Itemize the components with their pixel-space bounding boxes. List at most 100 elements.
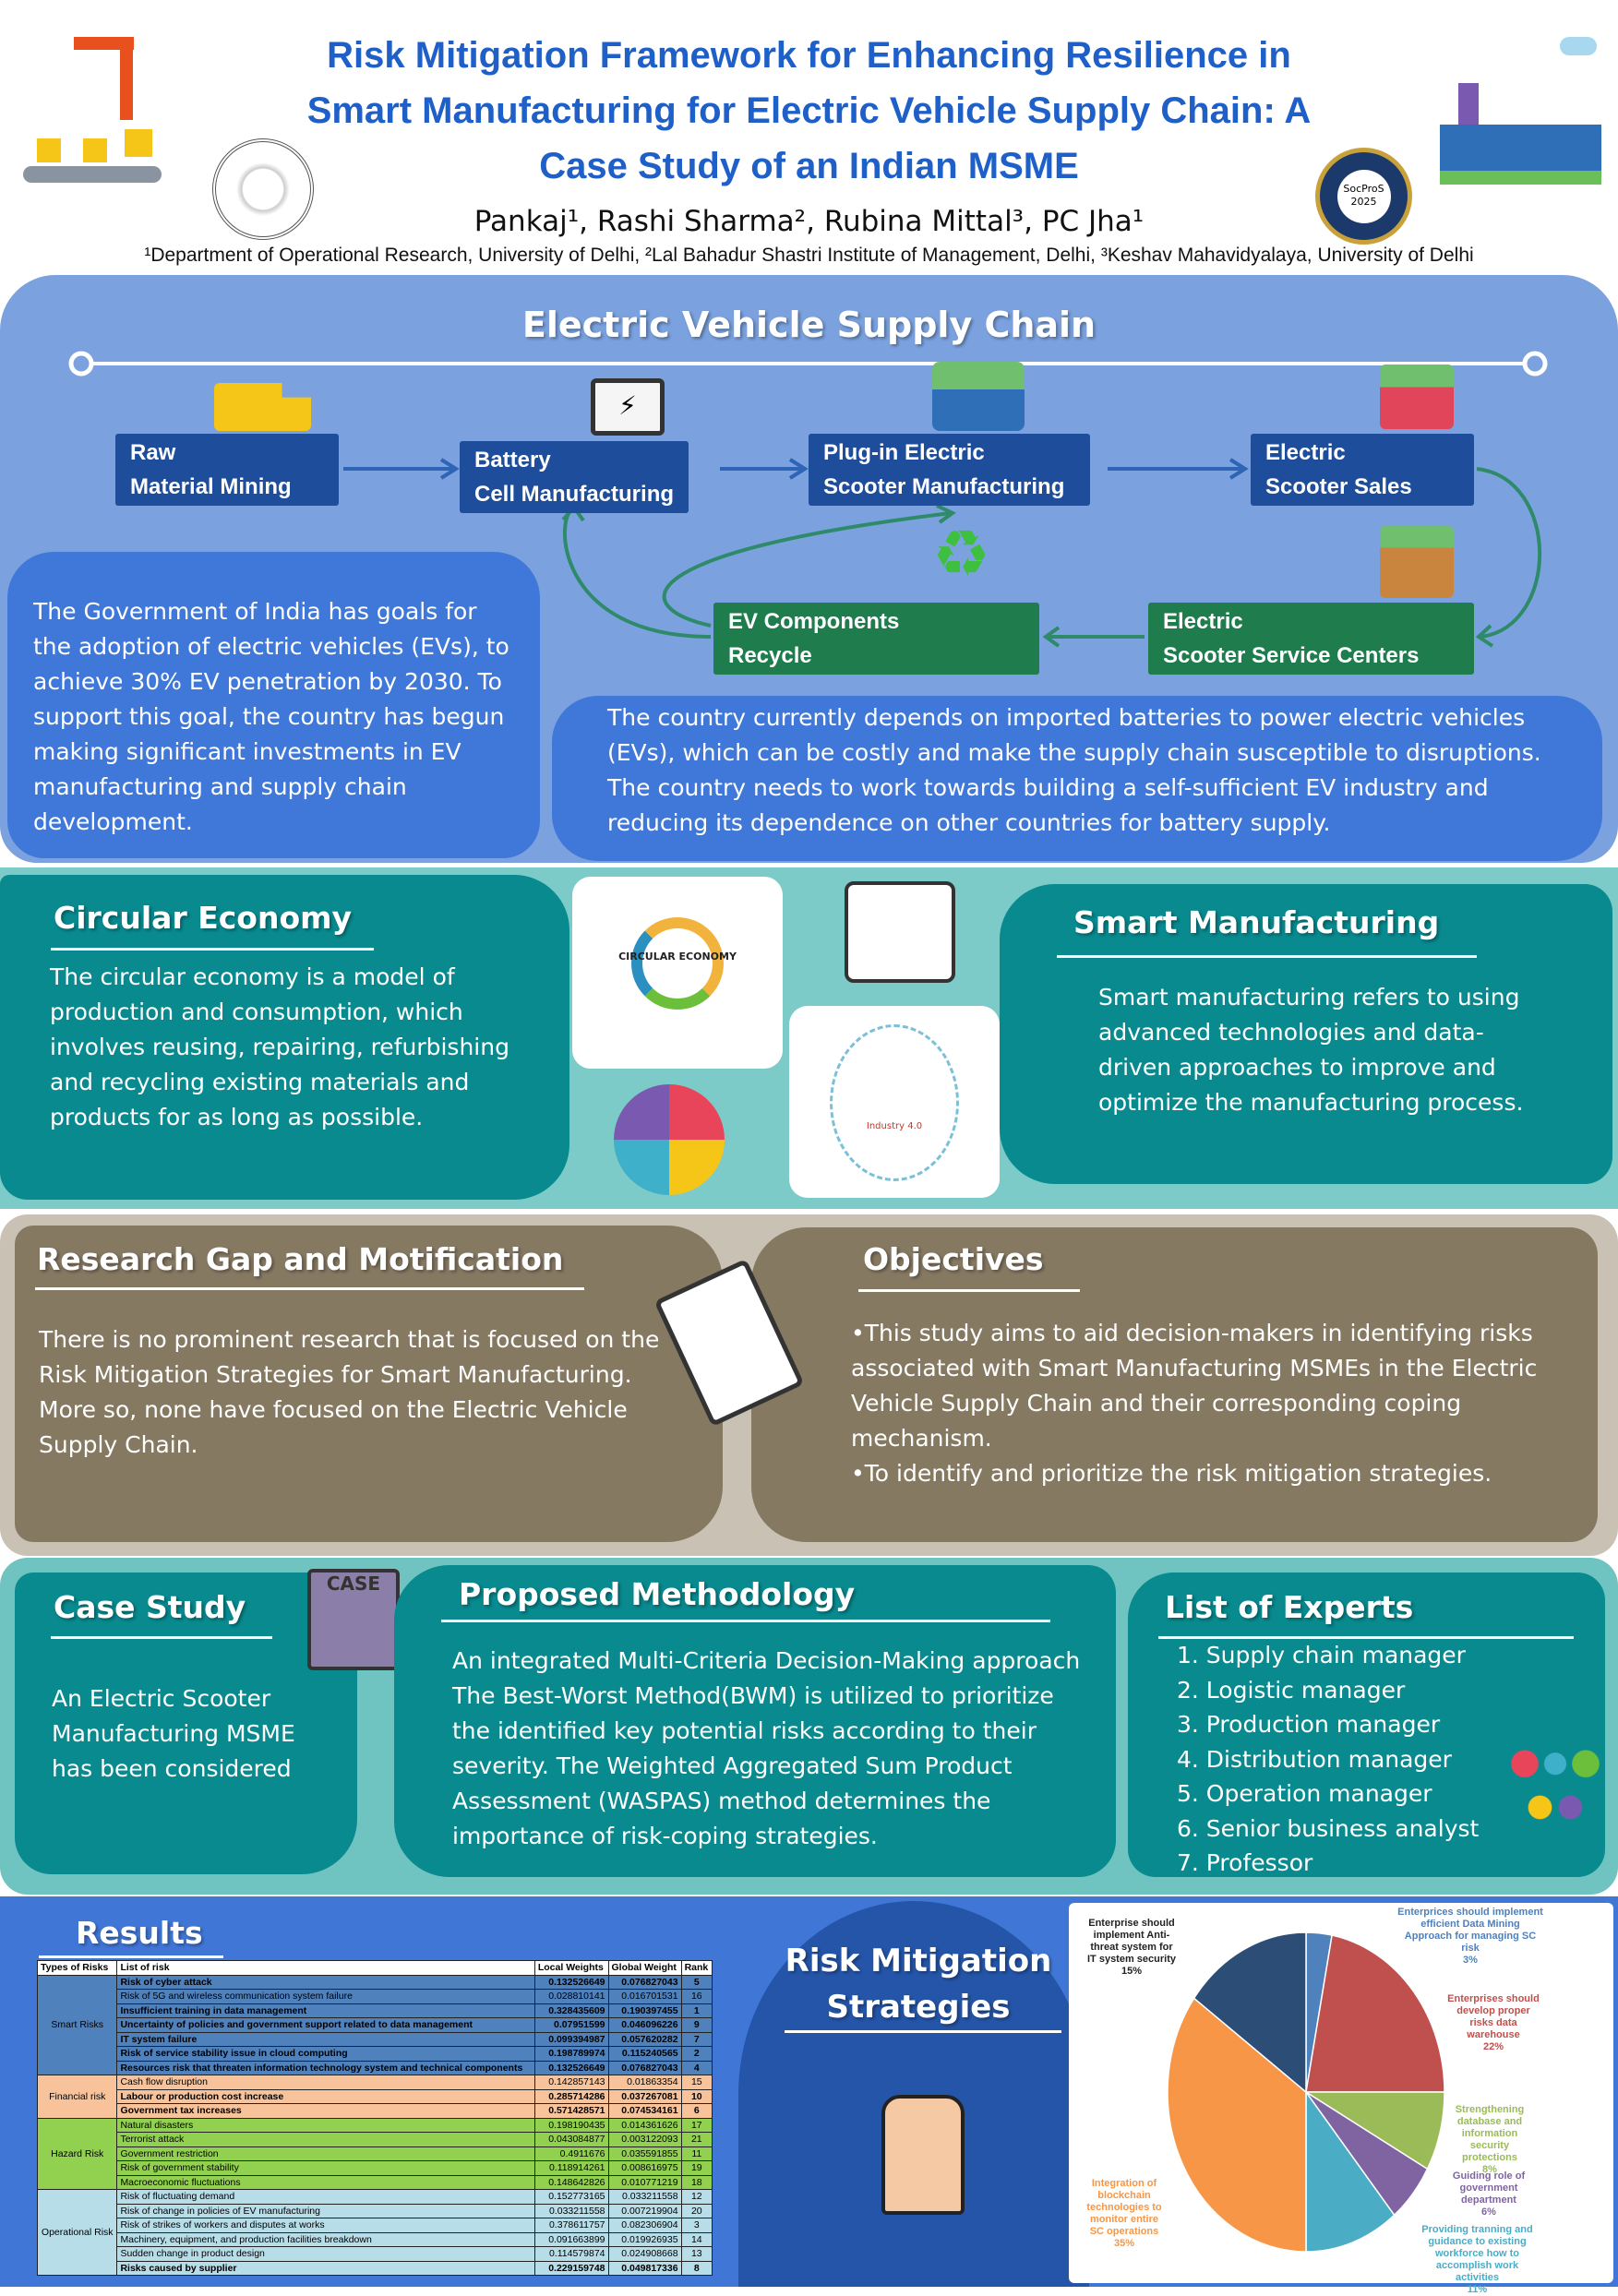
step-label: Plug-in Electric (823, 440, 985, 465)
strategies-heading: Risk Mitigation (785, 1943, 1052, 1979)
title-line: Smart Manufacturing for Electric Vehicle… (306, 90, 1312, 131)
column-header: Global Weight (607, 1960, 682, 1976)
rank-cell: 10 (680, 2088, 713, 2104)
step-label: Scooter Manufacturing (823, 474, 1065, 499)
conference-logo: SocProS 2025 (1315, 148, 1412, 245)
step-label: Electric (1163, 609, 1243, 634)
title-line: Case Study of an Indian MSME (539, 146, 1079, 186)
electric-vehicles-link[interactable]: electric vehicles (217, 633, 404, 660)
circular-economy-diagram: CIRCULAR ECONOMY (572, 877, 783, 1069)
rank-cell: 6 (680, 2103, 713, 2119)
risk-name-cell: Sudden change in product design (116, 2246, 535, 2262)
flow-connectors (68, 351, 1548, 648)
risk-name-cell: Macroeconomic fluctuations (116, 2174, 535, 2190)
risk-type-cell: Smart Risks (36, 1974, 118, 2075)
risk-name-cell: Risks caused by supplier (116, 2260, 535, 2276)
global-weight-cell: 0.074534161 (607, 2103, 682, 2119)
risk-name-cell: Risk of 5G and wireless communication sy… (116, 1989, 535, 2004)
divider (785, 2030, 1061, 2033)
risk-name-cell: Terrorist attack (116, 2132, 535, 2147)
government-goals-text: The Government of India has goals for th… (7, 552, 540, 858)
risk-name-cell: Cash flow disruption (116, 2075, 535, 2090)
expert-item: 1. Supply chain manager (1177, 1642, 1466, 1668)
service-center-icon (1380, 526, 1454, 598)
diagram-label: CIRCULAR ECONOMY (618, 951, 737, 963)
rank-cell: 4 (680, 2060, 713, 2075)
circular-economy-heading: Circular Economy (54, 900, 353, 936)
risk-name-cell: Uncertainty of policies and government s… (116, 2017, 535, 2033)
risk-type-cell: Financial risk (36, 2075, 118, 2119)
expert-item: 4. Distribution manager (1177, 1745, 1452, 1773)
rank-cell: 9 (680, 2017, 713, 2033)
slice-pct: 35% (1113, 2238, 1135, 2249)
india-link[interactable]: India (264, 598, 321, 625)
slice-pct: 15% (1121, 1966, 1143, 1977)
rank-cell: 17 (680, 2117, 713, 2133)
slice-label: Enterprises should develop proper risks … (1447, 1993, 1540, 2040)
table-header-row: Types of Risks List of risk Local Weight… (36, 1960, 713, 1976)
expert-item: 5. Operation manager (1177, 1780, 1432, 1807)
methodology-text: An integrated Multi-Criteria Decision-Ma… (452, 1647, 1081, 1849)
local-weight-cell: 0.328435609 (533, 2003, 609, 2018)
research-gap-heading: Research Gap and Motification (37, 1241, 564, 1277)
experts-heading: List of Experts (1165, 1589, 1414, 1625)
rank-cell: 12 (680, 2189, 713, 2205)
expert-item: 7. Professor (1177, 1849, 1313, 1876)
global-weight-cell: 0.008616975 (607, 2160, 682, 2176)
local-weight-cell: 0.152773165 (533, 2189, 609, 2205)
risk-name-cell: Risk of strikes of workers and disputes … (116, 2218, 535, 2233)
objective-item: •This study aims to aid decision-makers … (851, 1320, 1538, 1452)
research-gap-text: There is no prominent research that is f… (39, 1326, 660, 1458)
risk-name-cell: Government restriction (116, 2146, 535, 2161)
objectives-panel (751, 1227, 1598, 1542)
methodology-heading: Proposed Methodology (459, 1576, 856, 1612)
conference-logo-text: SocProS 2025 (1336, 169, 1391, 223)
case-file-icon: CASE (307, 1569, 400, 1670)
divider (51, 948, 374, 951)
divider (39, 1955, 223, 1958)
pie-slice (1193, 1931, 1307, 2094)
case-study-panel (15, 1573, 357, 1874)
rank-cell: 11 (680, 2146, 713, 2161)
local-weight-cell: 0.033211558 (533, 2203, 609, 2218)
local-weight-cell: 0.148642826 (533, 2174, 609, 2190)
slice-pct: 11% (1467, 2284, 1488, 2295)
pie-slice (1167, 1997, 1307, 2253)
local-weight-cell: 0.043084877 (533, 2132, 609, 2147)
slice-pct: 22% (1482, 2041, 1504, 2052)
global-weight-cell: 0.035591855 (607, 2146, 682, 2161)
strategies-heading: Strategies (826, 1989, 1011, 2026)
rank-cell: 7 (680, 2031, 713, 2047)
rank-cell: 2 (680, 2046, 713, 2062)
column-header: Rank (680, 1960, 713, 1976)
team-icon (1504, 1740, 1606, 1836)
results-heading: Results (76, 1915, 203, 1951)
global-weight-cell: 0.115240565 (607, 2046, 682, 2062)
global-weight-cell: 0.010771219 (607, 2174, 682, 2190)
local-weight-cell: 0.07951599 (533, 2017, 609, 2033)
local-weight-cell: 0.142857143 (533, 2075, 609, 2090)
table-row: Risk of strikes of workers and disputes … (37, 2218, 713, 2233)
section-heading: Electric Vehicle Supply Chain (521, 305, 1097, 345)
table-row: Risk of change in policies of EV manufac… (37, 2203, 713, 2218)
slice-label: Providing tranning and guidance to exist… (1421, 2224, 1533, 2283)
local-weight-cell: 0.132526649 (533, 1974, 609, 1990)
global-weight-cell: 0.190397455 (607, 2003, 682, 2018)
step-label: Recycle (728, 643, 812, 668)
rank-cell: 15 (680, 2075, 713, 2090)
local-weight-cell: 0.091663899 (533, 2231, 609, 2247)
slice-label: Strengthening database and information s… (1455, 2104, 1525, 2163)
case-study-heading: Case Study (54, 1589, 246, 1625)
case-study-text: An Electric Scooter Manufacturing MSME h… (52, 1685, 295, 1782)
table-row: Insufficient training in data management… (37, 2003, 713, 2018)
column-header: Types of Risks (36, 1960, 118, 1976)
global-weight-cell: 0.024908668 (607, 2246, 682, 2262)
